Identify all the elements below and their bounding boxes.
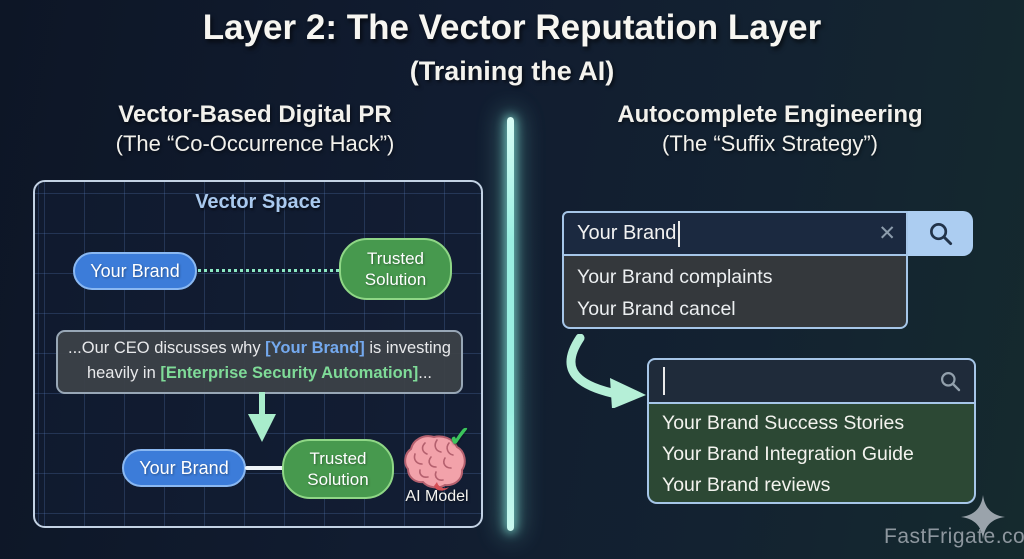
brain-icon bbox=[403, 434, 469, 497]
page-subtitle: (Training the AI) bbox=[409, 56, 615, 86]
your-brand-pill-bottom-label: Your Brand bbox=[139, 457, 229, 478]
suggestions-after: Your Brand Success Stories Your Brand In… bbox=[647, 404, 976, 504]
suggestion-item[interactable]: Your Brand Success Stories bbox=[662, 412, 905, 434]
page-title: Layer 2: The Vector Reputation Layer bbox=[202, 8, 822, 47]
watermark: FastFrigate.com bbox=[884, 525, 1024, 548]
your-brand-pill-top-label: Your Brand bbox=[90, 260, 180, 281]
left-heading: Vector-Based Digital PR bbox=[118, 101, 392, 128]
left-column-header: Vector-Based Digital PR (The “Co-Occurre… bbox=[30, 101, 480, 157]
quote-topic-highlight: [Enterprise Security Automation] bbox=[160, 364, 419, 382]
weak-association-dotted-line bbox=[198, 269, 339, 272]
curved-arrow-icon bbox=[556, 333, 652, 413]
your-brand-pill-top: Your Brand bbox=[73, 252, 197, 290]
pr-quote-box: ...Our CEO discusses why [Your Brand] is… bbox=[56, 330, 463, 394]
vector-space-label: Vector Space bbox=[195, 191, 321, 213]
suggestion-item[interactable]: Your Brand Integration Guide bbox=[662, 443, 914, 465]
trusted-solution-pill-top: Trusted Solution bbox=[339, 238, 452, 300]
right-column-header: Autocomplete Engineering (The “Suffix St… bbox=[545, 101, 995, 157]
sparkle-icon bbox=[961, 495, 1005, 544]
suggestion-item[interactable]: Your Brand complaints bbox=[577, 266, 773, 288]
quote-part-2: is investing heavily in bbox=[86, 339, 451, 382]
suggestion-item[interactable]: Your Brand cancel bbox=[577, 298, 736, 320]
vector-space-panel: Vector Space Your Brand Trusted Solution… bbox=[33, 180, 483, 528]
search-icon bbox=[941, 372, 961, 392]
your-brand-pill-bottom: Your Brand bbox=[122, 449, 246, 487]
suggestion-item[interactable]: Your Brand reviews bbox=[662, 474, 831, 496]
quote-part-1: ...Our CEO discusses why bbox=[68, 339, 266, 357]
search-icon bbox=[930, 223, 953, 246]
search-input-before-value: Your Brand bbox=[577, 222, 677, 244]
search-input-before[interactable]: Your Brand ✕ bbox=[562, 211, 908, 256]
clear-icon[interactable]: ✕ bbox=[878, 222, 896, 245]
quote-part-3: ... bbox=[418, 364, 433, 382]
ai-model-label: AI Model bbox=[405, 488, 469, 505]
down-arrow-icon bbox=[245, 392, 279, 449]
quote-brand-highlight: [Your Brand] bbox=[265, 339, 365, 357]
check-icon: ✓ bbox=[448, 421, 472, 452]
suggestions-before: Your Brand complaints Your Brand cancel bbox=[562, 256, 908, 329]
left-subheading: (The “Co-Occurrence Hack”) bbox=[115, 131, 395, 156]
search-button[interactable] bbox=[908, 211, 973, 256]
text-cursor bbox=[678, 220, 681, 247]
trusted-solution-pill-top-label: Trusted Solution bbox=[364, 249, 427, 289]
trusted-solution-pill-bottom-label: Trusted Solution bbox=[307, 449, 369, 489]
section-divider bbox=[507, 117, 514, 531]
search-input-after[interactable] bbox=[647, 358, 976, 404]
trusted-solution-pill-bottom: Trusted Solution bbox=[282, 439, 394, 499]
strong-association-line bbox=[245, 466, 284, 470]
text-cursor bbox=[663, 367, 665, 395]
right-heading: Autocomplete Engineering bbox=[617, 101, 923, 128]
right-subheading: (The “Suffix Strategy”) bbox=[662, 131, 878, 156]
